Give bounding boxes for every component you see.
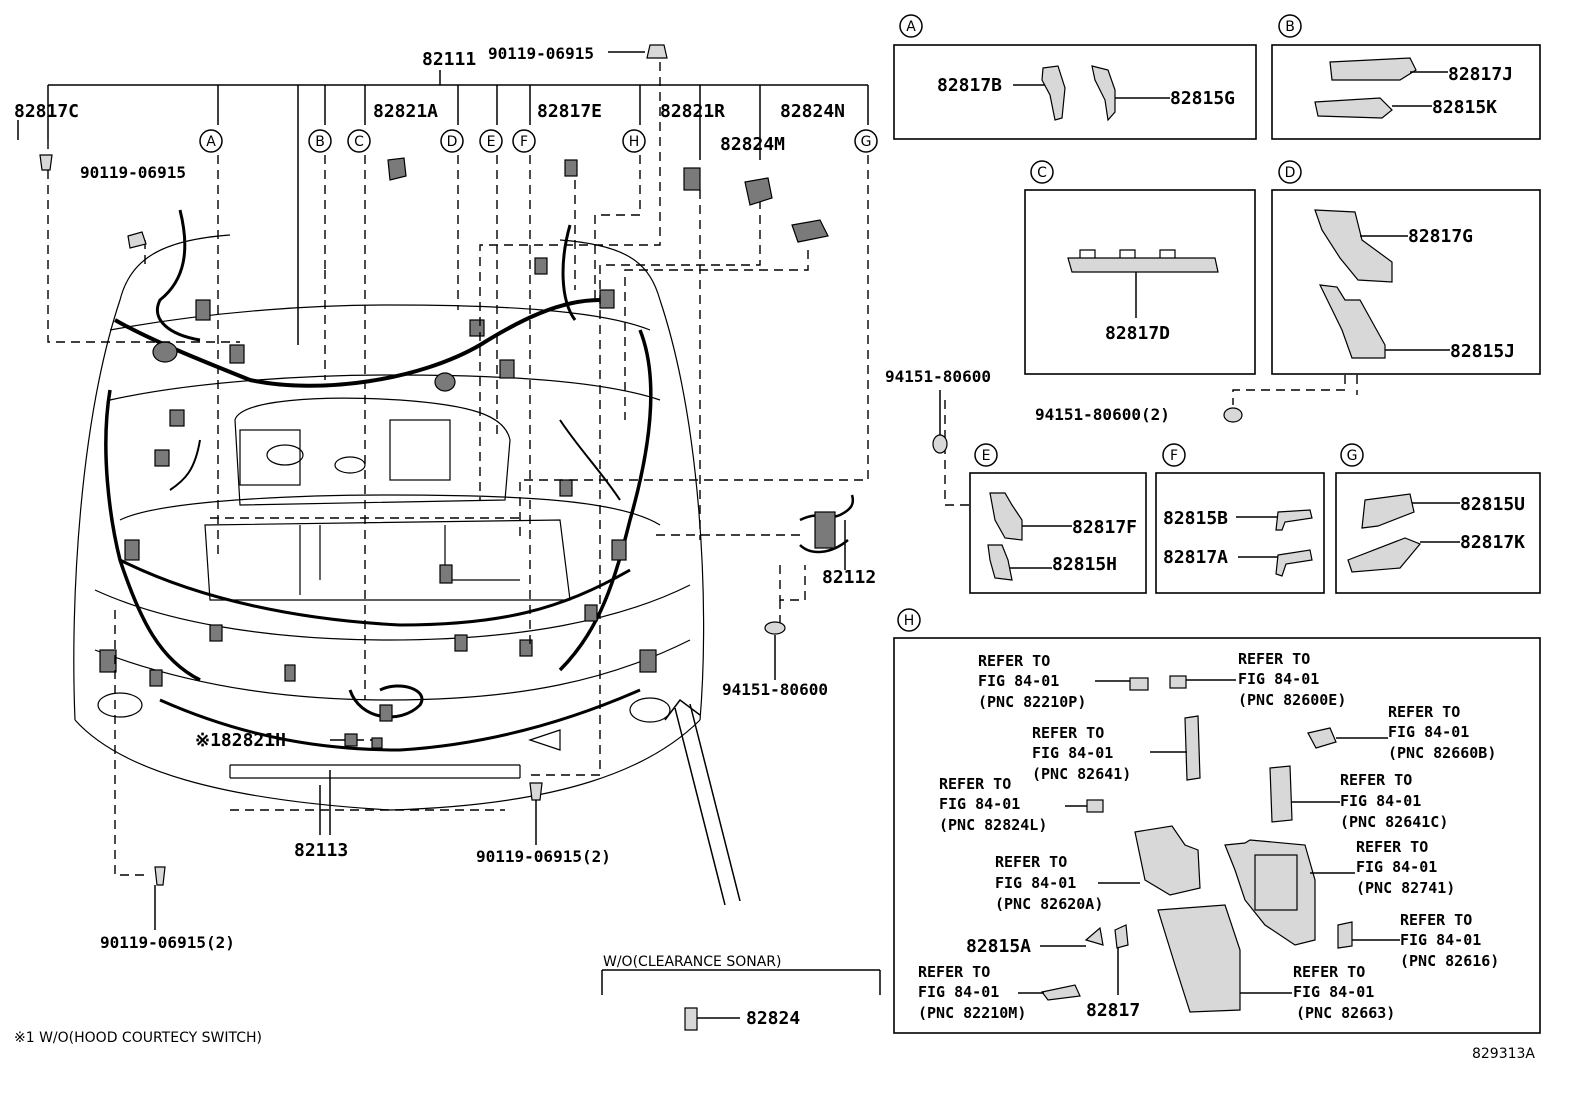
label-82821h: ※182821H	[195, 730, 286, 751]
callout-e: E	[487, 134, 496, 150]
callout-g: G	[861, 134, 872, 150]
refer-82660b-line1: REFER TO	[1388, 703, 1460, 721]
refer-82641-line1: REFER TO	[1032, 724, 1104, 742]
refer-82620a-line2: FIG 84-01	[995, 874, 1076, 892]
refer-82660b-line2: FIG 84-01	[1388, 723, 1469, 741]
box-d-part-2: 82815J	[1450, 341, 1515, 362]
box-e-part-2: 82815H	[1052, 554, 1117, 575]
label-82113: 82113	[294, 840, 348, 861]
box-a-callout: A	[906, 19, 916, 35]
callout-c: C	[354, 134, 364, 150]
label-82824m: 82824M	[720, 134, 785, 155]
box-b-callout: B	[1285, 19, 1295, 35]
box-a-part-1: 82817B	[937, 75, 1002, 96]
refer-82641c-line2: FIG 84-01	[1340, 792, 1421, 810]
box-c-part-1: 82817D	[1105, 323, 1170, 344]
detail-box-c: C 82817D	[1024, 160, 1256, 375]
detail-box-a: A 82817B 82815G	[893, 14, 1257, 140]
label-90119-bottom: 90119-06915(2)	[476, 847, 611, 866]
diagram-id: 829313A	[1472, 1046, 1535, 1062]
refer-82210m-line2: FIG 84-01	[918, 983, 999, 1001]
label-82824n: 82824N	[780, 101, 845, 122]
box-f-part-2: 82817A	[1163, 547, 1228, 568]
refer-82641-line3: (PNC 82641)	[1032, 765, 1131, 783]
box-g-callout: G	[1347, 448, 1358, 464]
detail-box-h: H REFER TO FIG 84-01 (PNC 82210P) REFER …	[893, 608, 1541, 1034]
label-90119-lower-left: 90119-06915(2)	[100, 933, 235, 952]
callout-d: D	[447, 134, 458, 150]
refer-82663-line1: REFER TO	[1293, 963, 1365, 981]
detail-box-f: F 82815B 82817A	[1155, 443, 1325, 594]
refer-82600e-line2: FIG 84-01	[1238, 670, 1319, 688]
label-82821r: 82821R	[660, 101, 725, 122]
sonar-note: W/O(CLEARANCE SONAR)	[603, 954, 781, 970]
box-d-part-1: 82817G	[1408, 226, 1473, 247]
refer-82660b-line3: (PNC 82660B)	[1388, 744, 1496, 762]
refer-82741-line3: (PNC 82741)	[1356, 879, 1455, 897]
label-94151-mid: 94151-80600	[722, 680, 828, 699]
box-h-callout: H	[904, 613, 915, 629]
refer-82616-line3: (PNC 82616)	[1400, 952, 1499, 970]
box-g-part-2: 82817K	[1460, 532, 1525, 553]
refer-82210m-line1: REFER TO	[918, 963, 990, 981]
refer-82641c-line1: REFER TO	[1340, 771, 1412, 789]
label-94151-d: 94151-80600(2)	[1035, 405, 1170, 424]
label-82817c: 82817C	[14, 101, 79, 122]
label-90119-left: 90119-06915	[80, 163, 186, 182]
refer-82210p-line2: FIG 84-01	[978, 672, 1059, 690]
refer-82824l-line2: FIG 84-01	[939, 795, 1020, 813]
main-harness-illustration	[17, 44, 1358, 1031]
refer-82741-line2: FIG 84-01	[1356, 858, 1437, 876]
refer-82620a-line1: REFER TO	[995, 853, 1067, 871]
box-f-callout: F	[1170, 448, 1178, 464]
refer-82824l-line1: REFER TO	[939, 775, 1011, 793]
refer-82616-line2: FIG 84-01	[1400, 931, 1481, 949]
label-94151-side: 94151-80600	[885, 367, 991, 386]
label-82112: 82112	[822, 567, 876, 588]
footnote: ※1 W/O(HOOD COURTECY SWITCH)	[14, 1030, 262, 1046]
detail-box-e: E 82817F 82815H	[969, 443, 1147, 594]
refer-82616-line1: REFER TO	[1400, 911, 1472, 929]
refer-82641c-line3: (PNC 82641C)	[1340, 813, 1448, 831]
detail-box-d: D 82817G 82815J	[1271, 160, 1541, 375]
main-callouts: A B C D E F H G	[199, 129, 878, 153]
refer-82663-line2: FIG 84-01	[1293, 983, 1374, 1001]
callout-b: B	[315, 134, 325, 150]
box-e-callout: E	[982, 448, 991, 464]
label-82817e: 82817E	[537, 101, 602, 122]
refer-82663-line3: (PNC 82663)	[1296, 1004, 1395, 1022]
box-f-part-1: 82815B	[1163, 508, 1228, 529]
main-part-labels: 82111 90119-06915 82817C 90119-06915 828…	[14, 44, 1535, 1062]
detail-box-g: G 82815U 82817K	[1335, 443, 1541, 594]
refer-82741-line1: REFER TO	[1356, 838, 1428, 856]
box-e-part-1: 82817F	[1072, 517, 1137, 538]
label-82821a: 82821A	[373, 101, 438, 122]
label-90119-top: 90119-06915	[488, 44, 594, 63]
callout-f: F	[520, 134, 528, 150]
callout-h: H	[629, 134, 640, 150]
box-c-callout: C	[1037, 165, 1047, 181]
refer-82210m-line3: (PNC 82210M)	[918, 1004, 1026, 1022]
refer-82600e-line3: (PNC 82600E)	[1238, 691, 1346, 709]
label-82111: 82111	[422, 49, 476, 70]
label-82817: 82817	[1086, 1000, 1140, 1021]
refer-82210p-line1: REFER TO	[978, 652, 1050, 670]
callout-a: A	[206, 134, 216, 150]
refer-82620a-line3: (PNC 82620A)	[995, 895, 1103, 913]
label-82824: 82824	[746, 1008, 800, 1029]
box-b-part-2: 82815K	[1432, 97, 1497, 118]
refer-82824l-line3: (PNC 82824L)	[939, 816, 1047, 834]
box-d-callout: D	[1285, 165, 1296, 181]
refer-82600e-line1: REFER TO	[1238, 650, 1310, 668]
box-b-part-1: 82817J	[1448, 64, 1513, 85]
refer-82641-line2: FIG 84-01	[1032, 744, 1113, 762]
label-82815a: 82815A	[966, 936, 1031, 957]
box-a-part-2: 82815G	[1170, 88, 1235, 109]
detail-box-b: B 82817J 82815K	[1271, 14, 1541, 140]
refer-82210p-line3: (PNC 82210P)	[978, 693, 1086, 711]
box-g-part-1: 82815U	[1460, 494, 1525, 515]
